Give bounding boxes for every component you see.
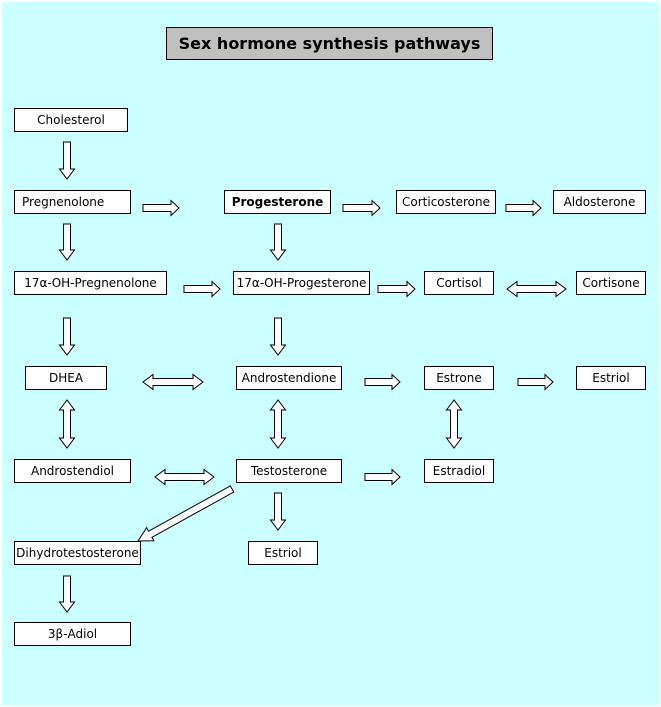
node-3beta-adiol: 3β-Adiol: [14, 622, 131, 646]
node-dihydrotestosterone: Dihydrotestosterone: [14, 541, 141, 565]
node-estrone: Estrone: [424, 366, 494, 390]
node-estriol-2: Estriol: [248, 541, 318, 565]
node-cortisone: Cortisone: [576, 271, 646, 295]
node-corticosterone: Corticosterone: [396, 190, 496, 214]
node-estriol: Estriol: [576, 366, 646, 390]
node-estradiol: Estradiol: [424, 459, 494, 483]
node-cholesterol: Cholesterol: [14, 108, 128, 132]
node-progesterone: Progesterone: [224, 190, 331, 214]
node-dhea: DHEA: [25, 366, 107, 390]
node-cortisol: Cortisol: [424, 271, 494, 295]
node-pregnenolone: Pregnenolone: [14, 190, 131, 214]
node-aldosterone: Aldosterone: [553, 190, 646, 214]
node-17oh-pregnenolone: 17α-OH-Pregnenolone: [14, 271, 167, 295]
node-testosterone: Testosterone: [236, 459, 342, 483]
node-androstendione: Androstendione: [236, 366, 342, 390]
node-androstendiol: Androstendiol: [14, 459, 131, 483]
node-17oh-progesterone: 17α-OH-Progesterone: [233, 271, 370, 295]
diagram-title: Sex hormone synthesis pathways: [166, 27, 493, 60]
